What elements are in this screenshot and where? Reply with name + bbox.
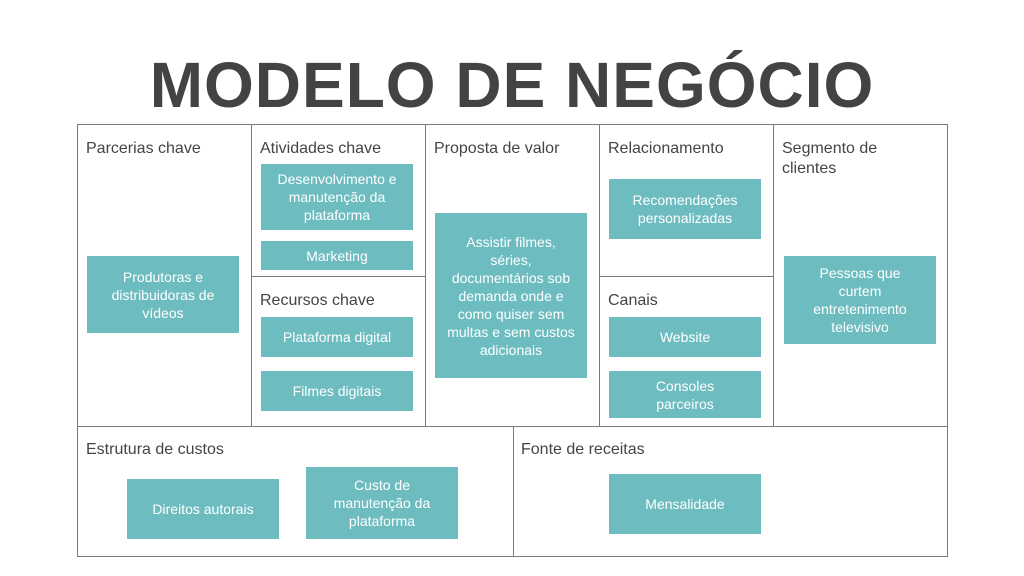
card-desenvolvimento: Desenvolvimento e manutenção da platafor…	[261, 164, 413, 230]
card-filmes-digitais: Filmes digitais	[261, 371, 413, 411]
canvas-border-left	[77, 124, 78, 557]
section-label-canais: Canais	[608, 292, 658, 309]
section-label-parcerias: Parcerias chave	[86, 140, 201, 157]
card-marketing: Marketing	[261, 241, 413, 270]
section-label-atividades: Atividades chave	[260, 140, 381, 157]
col-divider	[599, 124, 600, 426]
card-pessoas: Pessoas que curtem entretenimento televi…	[784, 256, 936, 344]
section-label-custos: Estrutura de custos	[86, 441, 224, 458]
col-divider	[251, 124, 252, 426]
section-label-relacionamento: Relacionamento	[608, 140, 724, 157]
bottom-col-divider	[513, 426, 514, 556]
section-label-recursos: Recursos chave	[260, 292, 375, 309]
canvas-border-bottom	[77, 556, 948, 557]
card-website: Website	[609, 317, 761, 357]
card-mensalidade: Mensalidade	[609, 474, 761, 534]
section-label-receitas: Fonte de receitas	[521, 441, 645, 458]
section-label-proposta: Proposta de valor	[434, 140, 560, 157]
card-proposta: Assistir filmes, séries, documentários s…	[435, 213, 587, 378]
card-direitos: Direitos autorais	[127, 479, 279, 539]
card-custo-manutencao: Custo de manutenção da plataforma	[306, 467, 458, 539]
page-title: MODELO DE NEGÓCIO	[149, 49, 875, 121]
cell-divider	[599, 276, 773, 277]
section-label-segmento: Segmento de clientes	[782, 140, 878, 177]
card-consoles: Consoles parceiros	[609, 371, 761, 418]
card-plataforma-digital: Plataforma digital	[261, 317, 413, 357]
card-recomendacoes: Recomendações personalizadas	[609, 179, 761, 239]
row-divider	[77, 426, 948, 427]
canvas-border-right	[947, 124, 948, 557]
canvas-border-top	[77, 124, 948, 125]
card-produtoras: Produtoras e distribuidoras de vídeos	[87, 256, 239, 333]
col-divider	[425, 124, 426, 426]
col-divider	[773, 124, 774, 426]
cell-divider	[251, 276, 425, 277]
